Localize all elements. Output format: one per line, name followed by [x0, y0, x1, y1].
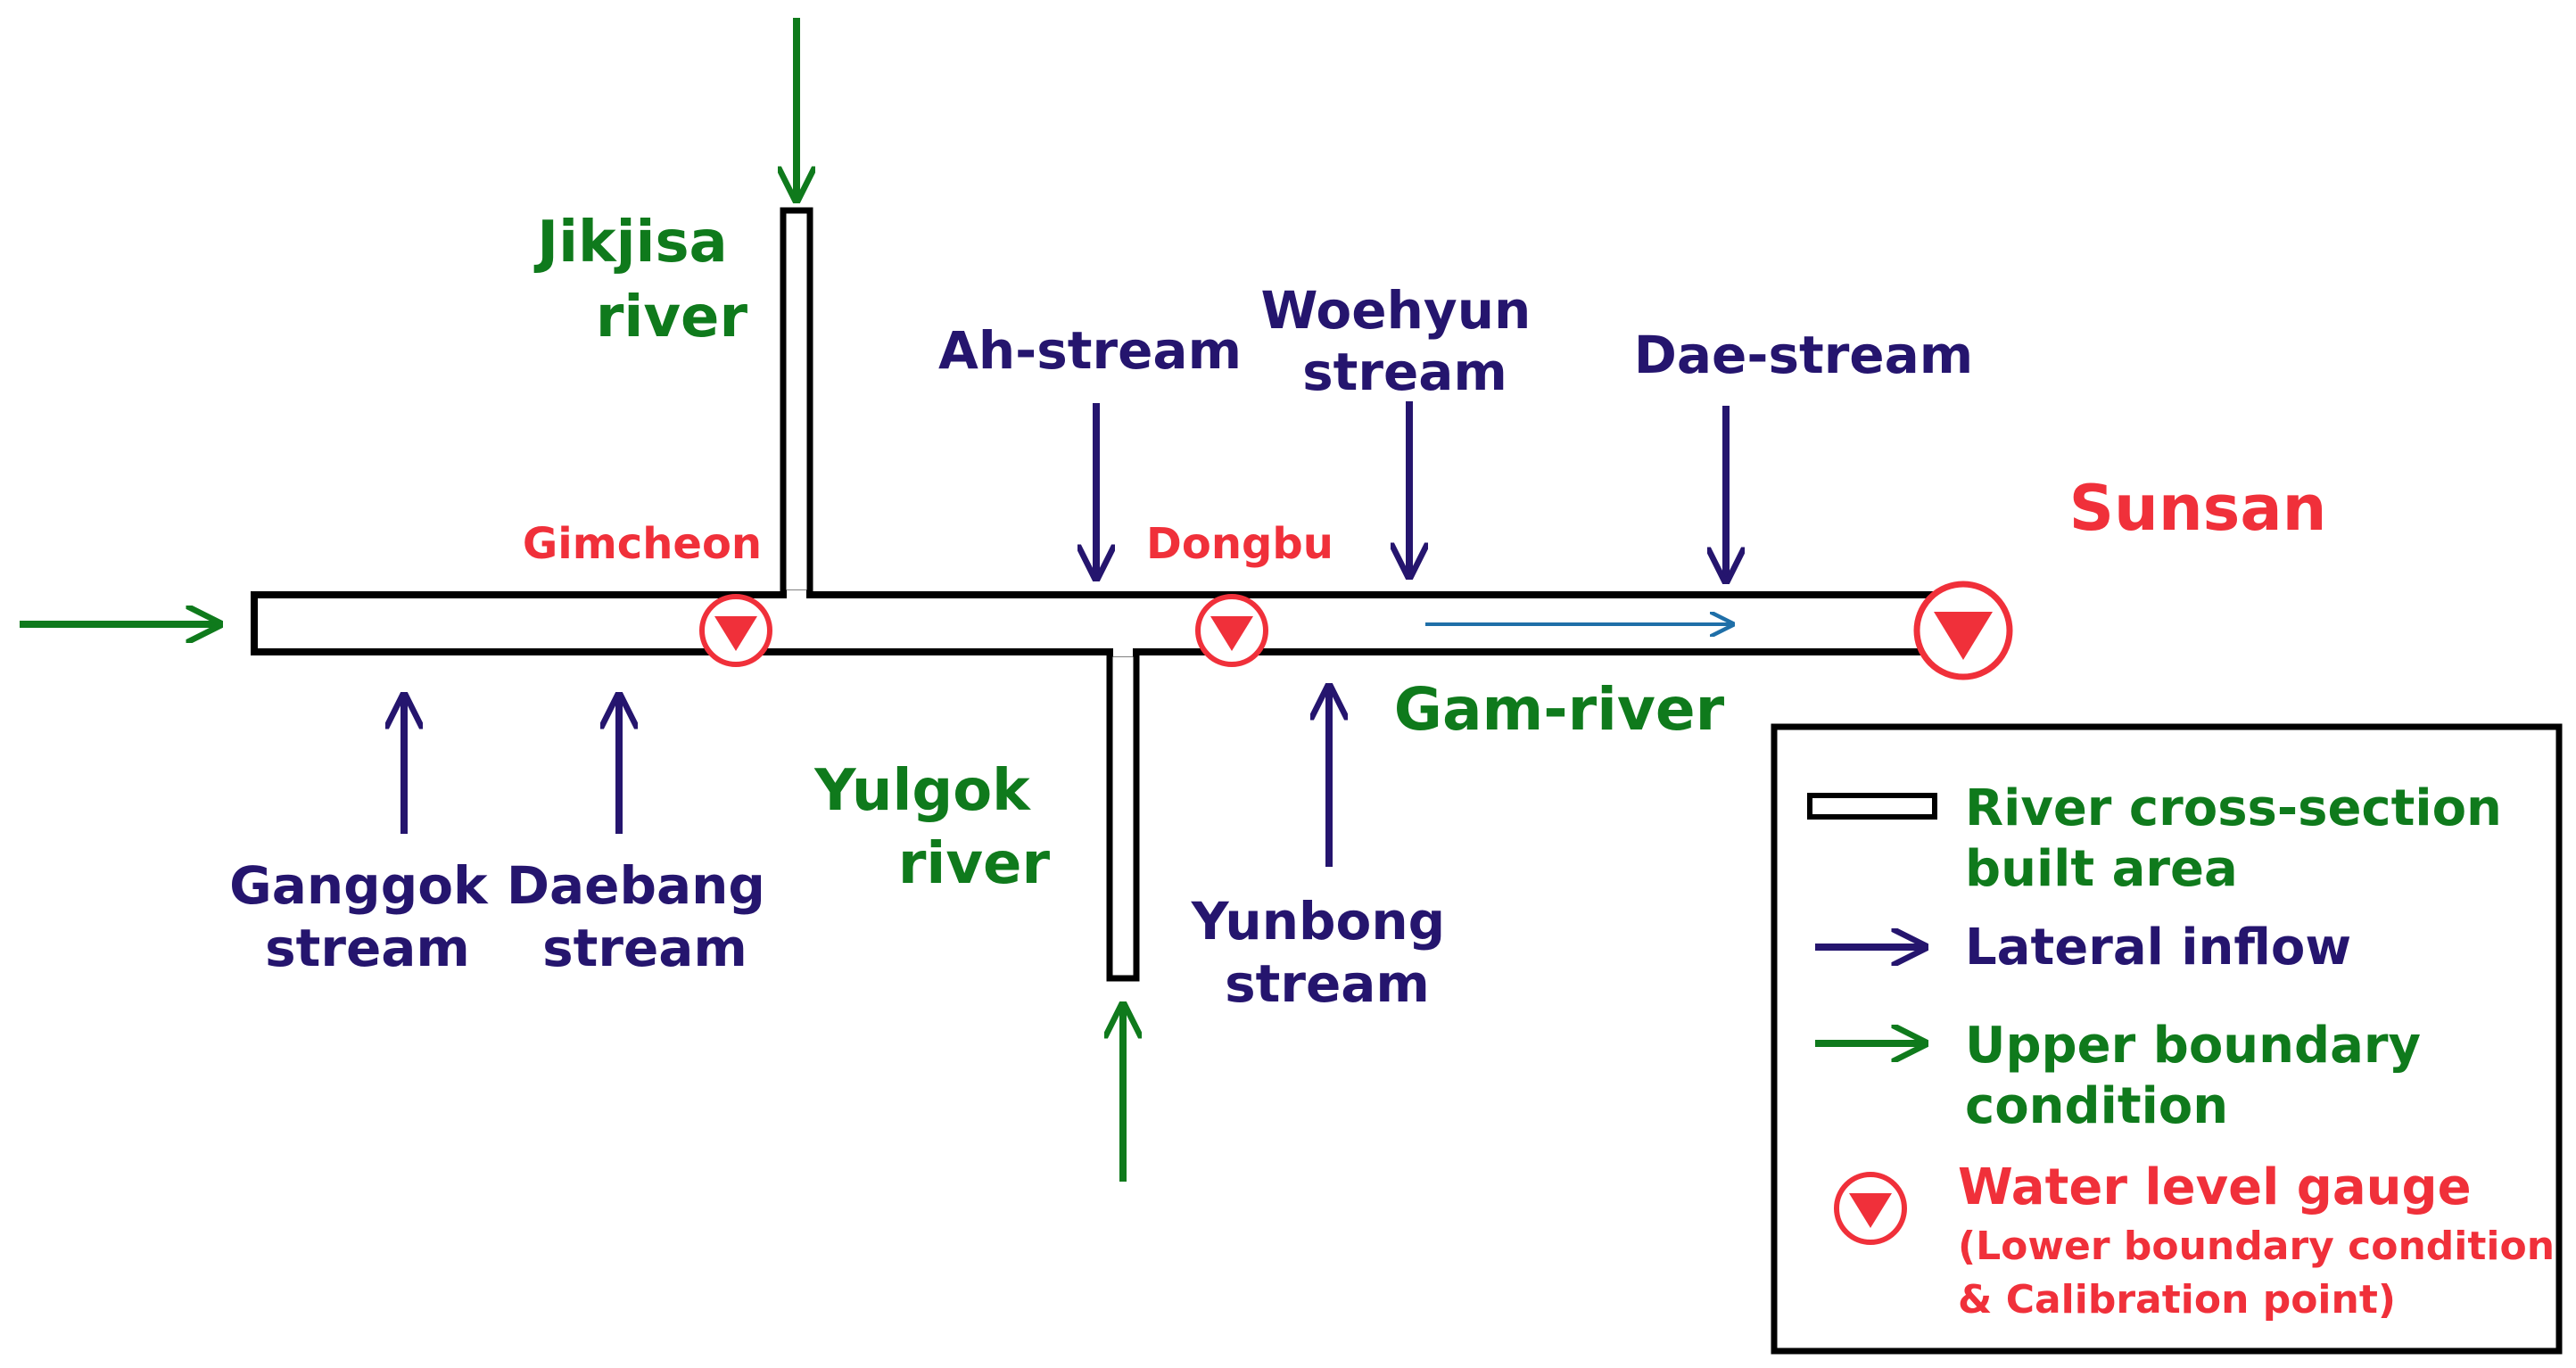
- dongbu-gauge-label: Dongbu: [1146, 519, 1333, 569]
- yulgok-river-label: Yulgok river: [813, 758, 1050, 897]
- water-level-gauge-icon: [1195, 594, 1268, 667]
- legend-cross-section-label: River cross-section built area: [1965, 779, 2519, 898]
- yulgok-river-channel: [1106, 650, 1140, 982]
- legend-gauge-label: Water level gauge: [1958, 1158, 2472, 1216]
- sunsan-gauge-label: Sunsan: [2069, 472, 2327, 545]
- daebang-stream-label: Daebang stream: [507, 855, 783, 978]
- jikjisa-junction: [787, 590, 806, 598]
- gam-river-label: Gam-river: [1394, 675, 1725, 744]
- water-level-gauge-icon: [1913, 581, 2013, 680]
- legend-gauge-note: (Lower boundary condition & Calibration …: [1958, 1224, 2568, 1323]
- jikjisa-river-channel: [780, 207, 813, 597]
- water-level-gauge-icon: [699, 594, 772, 667]
- jikjisa-river-label: Jikjisa river: [533, 210, 747, 350]
- legend: River cross-section built area Lateral i…: [1771, 723, 2568, 1355]
- yunbong-stream-label: Yunbong stream: [1191, 891, 1464, 1014]
- ganggok-stream-label: Ganggok stream: [229, 855, 506, 978]
- gimcheon-gauge-label: Gimcheon: [523, 519, 762, 569]
- ah-stream-label: Ah-stream: [938, 320, 1242, 381]
- yulgok-junction: [1113, 648, 1133, 656]
- legend-lateral-inflow-label: Lateral inflow: [1965, 919, 2351, 977]
- legend-upper-boundary-label: Upper boundary condition: [1965, 1017, 2439, 1135]
- water-level-gauge-icon: [1834, 1172, 1907, 1245]
- dae-stream-label: Dae-stream: [1634, 325, 1973, 385]
- woehyun-stream-label: Woehyun stream: [1261, 280, 1549, 402]
- river-cross-section-icon: [1807, 793, 1937, 820]
